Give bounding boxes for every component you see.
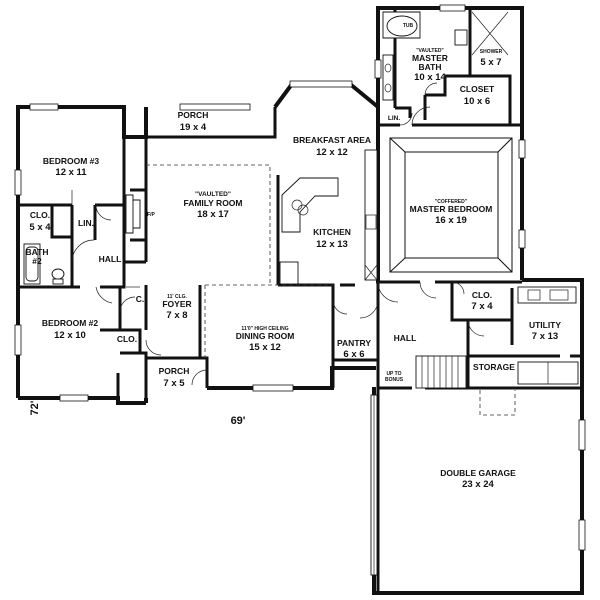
toilet xyxy=(51,268,65,280)
overall-dimensions: 69' 72' xyxy=(29,400,246,427)
clo-b3-size: 5 x 4 xyxy=(29,222,51,233)
window xyxy=(578,519,586,551)
exterior-walls xyxy=(16,6,584,595)
kitchen-name: KITCHEN xyxy=(313,227,351,237)
counter xyxy=(517,286,577,304)
clo-c-name: C. xyxy=(136,294,145,304)
bedroom2-size: 12 x 10 xyxy=(54,330,86,341)
storage-name: STORAGE xyxy=(473,362,515,372)
fp-label: F/P xyxy=(147,212,155,218)
bath-fixtures xyxy=(23,11,509,285)
windows xyxy=(14,4,586,551)
master-bath-name: MASTER xyxy=(412,53,448,63)
tub-label: TUB xyxy=(403,23,414,29)
window xyxy=(289,80,353,88)
hall-left-name: HALL xyxy=(99,254,122,264)
window xyxy=(578,419,586,451)
pantry-name: PANTRY xyxy=(337,338,371,348)
width-dimension: 69' xyxy=(231,415,246,427)
window xyxy=(518,139,526,159)
shower-name: SHOWER xyxy=(480,49,503,55)
porch-top-name: PORCH xyxy=(178,110,209,120)
bedroom3-size: 12 x 11 xyxy=(55,167,87,178)
window xyxy=(14,169,22,196)
depth-dimension: 72' xyxy=(29,400,41,415)
fireplace xyxy=(125,194,141,234)
lin-b3-name: LIN. xyxy=(78,218,94,228)
closet-name: CLOSET xyxy=(460,84,495,94)
window xyxy=(29,103,59,111)
clo-hall-name: CLO. xyxy=(472,290,492,300)
family-name: FAMILY ROOM xyxy=(183,198,242,208)
room-labels: BEDROOM #3 12 x 11 CLO. 5 x 4 LIN. BATH … xyxy=(26,23,562,490)
clo-b3-name: CLO. xyxy=(30,210,50,220)
kitchen-island xyxy=(281,177,339,233)
doors xyxy=(71,82,485,386)
foyer-note: 11' CLG. xyxy=(167,294,187,300)
closet-size: 10 x 6 xyxy=(464,96,490,107)
window xyxy=(59,394,89,402)
clo-b2-name: CLO. xyxy=(117,334,137,344)
garage-doors xyxy=(370,394,378,576)
vanity xyxy=(382,54,394,101)
stairs xyxy=(415,355,467,389)
window xyxy=(518,229,526,249)
master-bath-note: "VAULTED" xyxy=(416,48,444,54)
porch-front-name: PORCH xyxy=(159,366,190,376)
hall-right-name: HALL xyxy=(394,333,417,343)
bedroom3-name: BEDROOM #3 xyxy=(43,156,99,166)
utility-size: 7 x 13 xyxy=(532,331,558,342)
master-bath-size: 10 x 14 xyxy=(414,72,446,83)
kitchen-counter xyxy=(279,261,299,285)
master-bath-name2: BATH xyxy=(419,62,442,72)
lin-master-name: LIN. xyxy=(388,115,400,122)
toilet xyxy=(454,29,468,46)
family-note: "VAULTED" xyxy=(195,191,231,198)
porch-top-size: 19 x 4 xyxy=(180,122,207,133)
window xyxy=(179,103,251,111)
bath2-name: BATH xyxy=(26,247,49,257)
dining-name: DINING ROOM xyxy=(236,331,295,341)
master-bed-note: "COFFERED" xyxy=(435,199,468,205)
foyer-name: FOYER xyxy=(162,299,191,309)
clo-hall-size: 7 x 4 xyxy=(471,301,493,312)
dining-note: 11'0" HIGH CEILING xyxy=(241,326,288,332)
utility-name: UTILITY xyxy=(529,320,561,330)
breakfast-name: BREAKFAST AREA xyxy=(293,135,371,145)
breakfast-size: 12 x 12 xyxy=(316,147,348,158)
interior-walls xyxy=(20,10,582,593)
master-bed-size: 16 x 19 xyxy=(435,215,467,226)
window xyxy=(252,384,294,392)
window xyxy=(439,4,466,12)
bedroom2-name: BEDROOM #2 xyxy=(42,318,98,328)
window xyxy=(14,324,22,356)
master-bed-name: MASTER BEDROOM xyxy=(410,204,493,214)
pantry-size: 6 x 6 xyxy=(343,349,364,360)
garage-size: 23 x 24 xyxy=(462,479,494,490)
utility-fixtures xyxy=(517,286,579,385)
up-bonus-line2: BONUS xyxy=(385,377,404,383)
up-bonus-line1: UP TO xyxy=(386,371,401,377)
window xyxy=(374,59,382,79)
foyer-size: 7 x 8 xyxy=(166,310,187,321)
ceiling-lines xyxy=(146,137,516,416)
kitchen-fixtures xyxy=(279,149,378,285)
bath2-size: #2 xyxy=(32,256,42,266)
kitchen-size: 12 x 13 xyxy=(316,239,348,250)
dining-size: 15 x 12 xyxy=(249,342,281,353)
porch-front-size: 7 x 5 xyxy=(163,378,185,389)
garage-name: DOUBLE GARAGE xyxy=(440,468,516,478)
family-size: 18 x 17 xyxy=(197,209,229,220)
shower-size: 5 x 7 xyxy=(480,57,501,68)
